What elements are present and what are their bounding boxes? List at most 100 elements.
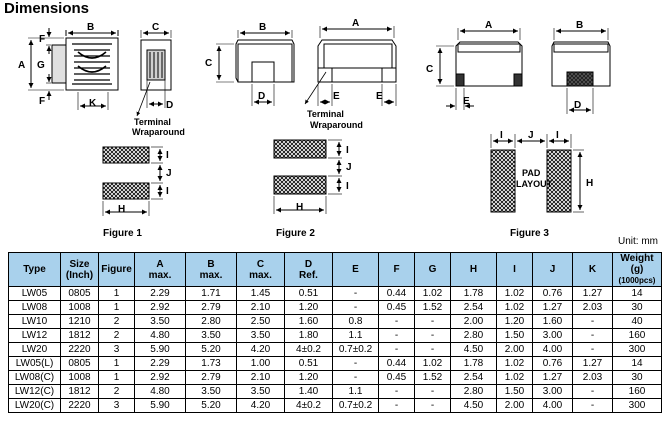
table-cell: 1.45 — [236, 286, 285, 301]
table-cell: 300 — [612, 342, 662, 357]
table-cell: 1 — [98, 356, 135, 371]
table-cell: - — [572, 314, 613, 329]
table-cell: - — [332, 300, 379, 315]
table-cell: 2.50 — [236, 314, 285, 329]
fig2-dim-e-right: E — [376, 91, 383, 102]
table-cell: 3.00 — [532, 328, 573, 343]
column-header-text: (g) — [630, 264, 644, 275]
table-cell: - — [332, 370, 379, 385]
column-header-text: G — [428, 264, 437, 275]
column-header: I — [496, 252, 533, 287]
table-cell: 4.80 — [134, 328, 186, 343]
fig1-caption: Figure 1 — [103, 228, 142, 239]
table-cell: 1.02 — [496, 286, 533, 301]
table-cell: 0.76 — [532, 286, 573, 301]
table-cell: 1.02 — [414, 356, 451, 371]
fig3-dim-b: B — [576, 20, 583, 31]
fig1-callout-line-2: Wraparound — [132, 127, 185, 137]
unit-label: Unit: mm — [618, 236, 658, 247]
column-header-text: C — [256, 258, 265, 270]
fig2-dim-c: C — [205, 58, 212, 69]
table-cell: 3.50 — [134, 314, 186, 329]
table-cell: 1.02 — [496, 300, 533, 315]
column-header-text: max. — [249, 269, 272, 281]
table-cell: 1.60 — [284, 314, 333, 329]
column-header-text: Figure — [101, 264, 132, 275]
column-header-text: max. — [148, 269, 172, 281]
table-cell: 2 — [98, 314, 135, 329]
table-cell: LW12(C) — [8, 384, 61, 399]
table-cell: - — [414, 314, 451, 329]
table-cell: - — [572, 398, 613, 413]
table-cell: 4.50 — [450, 398, 497, 413]
table-cell: 2.29 — [134, 286, 186, 301]
column-header-text: E — [352, 264, 359, 275]
table-cell: 1.20 — [284, 300, 333, 315]
table-cell: 3.50 — [185, 328, 237, 343]
fig1-dim-h: H — [118, 204, 125, 215]
table-cell: 4.80 — [134, 384, 186, 399]
page-title: Dimensions — [4, 0, 90, 17]
fig3-dim-i-right: I — [556, 130, 559, 141]
column-header: Figure — [98, 252, 135, 287]
table-cell: 1.52 — [414, 370, 451, 385]
table-cell: 1.02 — [414, 286, 451, 301]
fig1-dim-f-bottom: F — [39, 96, 45, 107]
column-header-text: A — [156, 258, 164, 270]
table-cell: 2220 — [60, 398, 99, 413]
table-cell: 2.92 — [134, 300, 186, 315]
table-cell: - — [414, 384, 451, 399]
table-cell: 300 — [612, 398, 662, 413]
table-cell: - — [332, 286, 379, 301]
table-cell: 14 — [612, 286, 662, 301]
table-cell: LW08 — [8, 300, 61, 315]
table-cell: 1.02 — [496, 356, 533, 371]
table-cell: 1.40 — [284, 384, 333, 399]
fig2-dim-h: H — [296, 202, 303, 213]
fig1-dim-j: J — [166, 168, 172, 179]
table-cell: 4.00 — [532, 342, 573, 357]
table-cell: 2.10 — [236, 370, 285, 385]
table-cell: - — [378, 328, 415, 343]
table-cell: 1.27 — [572, 356, 613, 371]
fig1-dim-g: G — [37, 60, 45, 71]
table-cell: 0.45 — [378, 370, 415, 385]
table-cell: 4.00 — [532, 398, 573, 413]
table-cell: 1210 — [60, 314, 99, 329]
fig3-dim-h: H — [586, 178, 593, 189]
column-header-text: (1000pcs) — [618, 276, 656, 285]
column-header-text: B — [207, 258, 215, 270]
table-cell: 2.79 — [185, 300, 237, 315]
table-cell: 0.51 — [284, 286, 333, 301]
table-cell: 0.7±0.2 — [332, 398, 379, 413]
table-cell: 1.78 — [450, 286, 497, 301]
column-header: H — [450, 252, 497, 287]
column-header-text: (Inch) — [65, 269, 94, 281]
table-cell: 3.50 — [185, 384, 237, 399]
figure-2 — [216, 26, 397, 214]
table-cell: - — [414, 398, 451, 413]
table-cell: 0.44 — [378, 356, 415, 371]
table-cell: 2 — [98, 328, 135, 343]
table-cell: LW10 — [8, 314, 61, 329]
figure-3-labels: A C E B D I J I H PAD LAYOUT Figure 3 — [426, 20, 593, 239]
fig1-dim-c: C — [152, 22, 159, 33]
table-cell: 5.90 — [134, 342, 186, 357]
column-header: G — [414, 252, 451, 287]
table-cell: 30 — [612, 370, 662, 385]
table-cell: - — [378, 314, 415, 329]
fig2-dim-b: B — [259, 22, 266, 33]
table-cell: - — [378, 342, 415, 357]
table-cell: 160 — [612, 384, 662, 399]
